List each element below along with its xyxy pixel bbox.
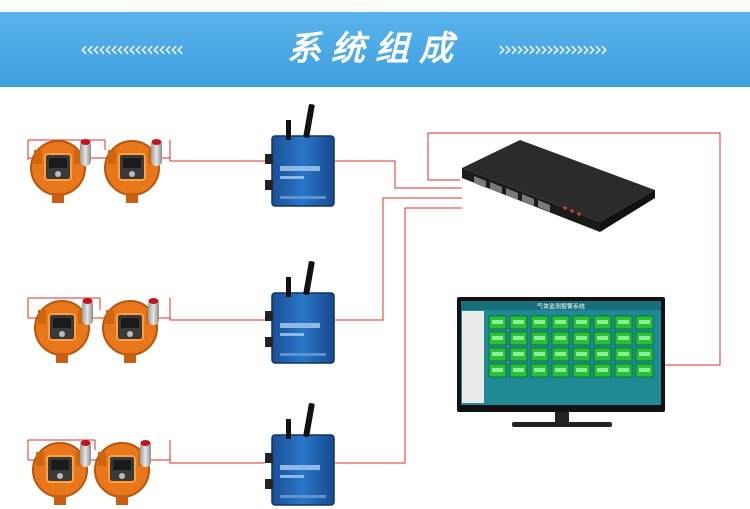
4g-router-2 (264, 259, 335, 364)
detector-group-1 (30, 139, 162, 204)
title-banner (0, 12, 750, 87)
wiring (27, 132, 721, 464)
4g-router-3 (264, 401, 335, 506)
section-title: 系统组成 (287, 29, 463, 69)
header: ‹‹‹‹‹‹‹‹‹‹‹‹‹‹‹‹‹ 系统组成 ›››››››››››››››››… (0, 0, 750, 87)
right-chevron-decoration: ›››››››››››››››››› (498, 37, 608, 61)
detector-group-3 (32, 440, 151, 506)
left-chevron-decoration: ‹‹‹‹‹‹‹‹‹‹‹‹‹‹‹‹‹ (80, 37, 184, 61)
4g-router-1 (264, 102, 335, 207)
network-switch (462, 140, 655, 232)
detector-group-2 (34, 298, 159, 364)
monitor-title: 气体监测报警系统 (537, 303, 585, 311)
